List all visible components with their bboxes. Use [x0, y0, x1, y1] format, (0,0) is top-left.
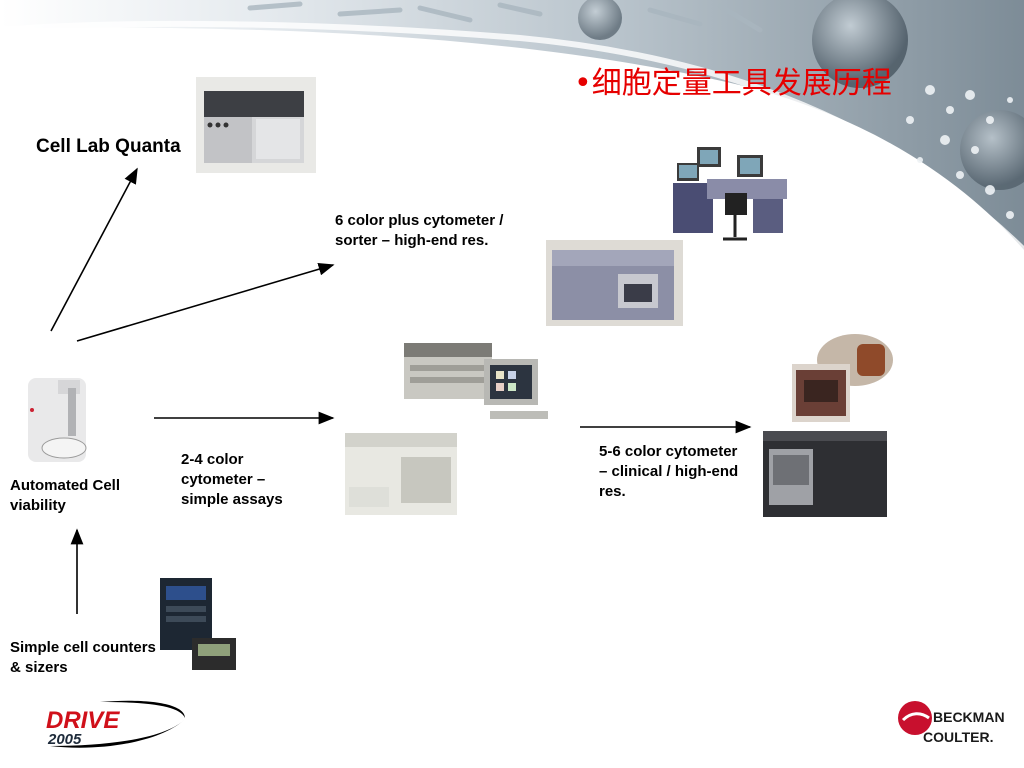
- beckman-coulter-logo: BECKMAN COULTER.: [898, 701, 1005, 745]
- sphere-decoration: [960, 110, 1024, 190]
- drive-year-text: 2005: [47, 731, 82, 748]
- drive-text: DRIVE: [46, 707, 120, 734]
- drive-2005-logo: DRIVE 2005: [46, 700, 185, 748]
- header-banner: [0, 0, 1024, 253]
- two-four-color-cytometer-image: [341, 427, 461, 519]
- five-six-color-small-image: [792, 364, 850, 422]
- beckman-emblem-icon: [898, 701, 932, 735]
- automated-cell-viability-image: [24, 374, 92, 466]
- sphere-decoration: [578, 0, 622, 40]
- two-four-color-workstation-image: [400, 335, 552, 429]
- arrow-to-cell-lab-quanta: [50, 167, 138, 332]
- automated-cell-viability-label: Automated Cell viability: [10, 477, 121, 514]
- five-six-color-cytometer-label: 5-6 color cytometer – clinical / high-en…: [599, 443, 739, 500]
- beckman-text: BECKMAN: [933, 709, 1005, 725]
- cell-lab-quanta-image: [196, 77, 316, 173]
- coulter-text: COULTER.: [923, 729, 994, 745]
- page-title: •细胞定量工具发展历程: [574, 66, 892, 101]
- simple-counter-image: [158, 576, 238, 672]
- sphere-decoration: [812, 0, 908, 88]
- workstation-image: [667, 141, 795, 245]
- cell-lab-quanta-label: Cell Lab Quanta: [36, 136, 181, 157]
- two-four-color-cytometer-label: 2-4 color cytometer – simple assays: [181, 451, 283, 508]
- six-color-sorter-image: [546, 240, 683, 326]
- arrow-to-six-color: [76, 262, 335, 342]
- six-color-cytometer-label: 6 color plus cytometer / sorter – high-e…: [335, 212, 504, 249]
- five-six-color-cytometer-image: [759, 425, 889, 520]
- simple-cell-counters-label: Simple cell counters & sizers: [10, 639, 156, 676]
